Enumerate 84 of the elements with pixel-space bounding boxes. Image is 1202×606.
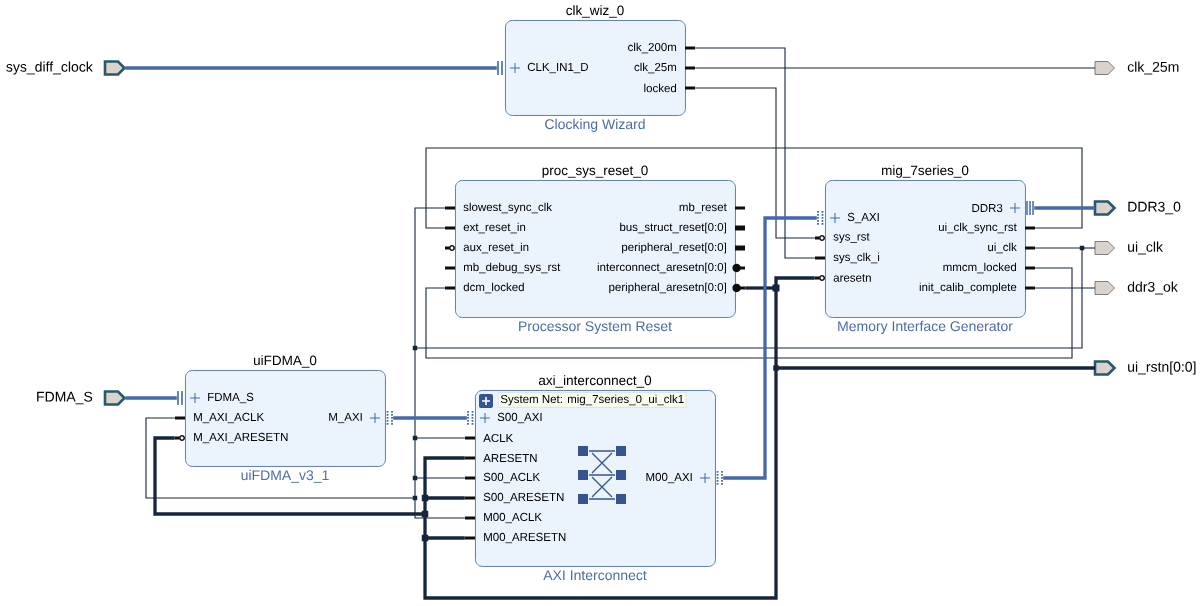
pin-label: mb_debug_sys_rst xyxy=(463,262,561,274)
block-subtitle: Clocking Wizard xyxy=(545,118,645,132)
block-subtitle: uiFDMA_v3_1 xyxy=(241,469,329,483)
port-label: clk_25m xyxy=(1127,61,1179,75)
block-subtitle: AXI Interconnect xyxy=(543,570,647,581)
wire xyxy=(1034,247,1083,249)
wire xyxy=(1034,287,1096,289)
pin-label: M_AXI_ARESETN xyxy=(194,432,288,444)
port-label: sys_diff_clock xyxy=(6,61,93,75)
port-label: FDMA_S xyxy=(37,391,93,405)
wire xyxy=(414,477,466,479)
pin-label: ext_reset_in xyxy=(463,222,526,234)
wire xyxy=(414,437,416,479)
wire xyxy=(423,368,778,600)
pin-label: aresetn xyxy=(833,274,871,282)
pin-label: dcm_locked xyxy=(463,282,524,294)
wire xyxy=(414,247,1083,349)
pin-label: peripheral_aresetn[0:0] xyxy=(609,282,726,294)
pin-label: M00_AXI xyxy=(646,472,692,484)
wire xyxy=(414,477,416,499)
pin-label: S00_ARESETN xyxy=(483,492,564,504)
pin-label: S00_AXI xyxy=(497,412,542,424)
pin-label: S00_ACLK xyxy=(483,472,540,484)
wire xyxy=(723,216,817,480)
pin-label: M00_ACLK xyxy=(484,512,542,524)
wire xyxy=(414,497,466,519)
wire xyxy=(414,207,446,349)
wire xyxy=(153,436,425,516)
wire xyxy=(145,417,416,499)
pin-label: clk_25m xyxy=(634,62,677,74)
pin-label: M00_ARESETN xyxy=(484,532,566,544)
pin-label: sys_clk_i xyxy=(833,252,880,264)
wire xyxy=(774,276,815,288)
pin-label: locked xyxy=(644,83,677,93)
pin-label: DDR3 xyxy=(972,203,1003,213)
block-title: axi_interconnect_0 xyxy=(538,375,652,388)
wire xyxy=(125,66,497,70)
wire xyxy=(425,147,1083,229)
pin-label: mmcm_locked xyxy=(943,262,1017,274)
pin-label: FDMA_S xyxy=(208,392,254,404)
wire xyxy=(125,396,177,400)
pin-label: M_AXI xyxy=(329,412,362,424)
block-subtitle: Memory Interface Generator xyxy=(838,320,1013,334)
wire xyxy=(414,437,466,439)
pin-label: peripheral_reset[0:0] xyxy=(622,242,726,254)
port-label: ui_clk xyxy=(1128,241,1163,255)
port-label: ui_rstn[0:0] xyxy=(1128,361,1196,375)
block-title: clk_wiz_0 xyxy=(566,5,624,18)
pin-label: CLK_IN1_D xyxy=(527,62,588,74)
wire xyxy=(1081,247,1096,249)
wire xyxy=(425,536,465,540)
wire xyxy=(694,87,816,239)
wire xyxy=(694,67,1096,69)
wire xyxy=(414,347,416,439)
pin-label: slowest_sync_clk xyxy=(463,202,553,214)
wire xyxy=(694,47,816,259)
pin-label: sys_rst xyxy=(833,233,870,243)
pin-label: aux_reset_in xyxy=(463,242,529,254)
wire xyxy=(423,514,427,538)
block-subtitle: Processor System Reset xyxy=(519,321,672,334)
wire xyxy=(776,366,1095,370)
pin-label: mb_reset xyxy=(679,202,727,214)
pin-label: ui_clk xyxy=(988,242,1017,254)
block-title: uiFDMA_0 xyxy=(254,355,317,368)
pin-label: ui_clk_sync_rst xyxy=(938,222,1017,234)
pin-label: S_AXI xyxy=(847,212,879,224)
pin-label: ARESETN xyxy=(483,453,537,463)
pin-label: init_calib_complete xyxy=(919,282,1017,294)
pin-label: clk_200m xyxy=(628,42,677,54)
pin-label: interconnect_aresetn[0:0] xyxy=(597,262,726,274)
port-label: DDR3_0 xyxy=(1128,201,1181,215)
wire xyxy=(425,496,465,500)
pin-label: bus_struct_reset[0:0] xyxy=(620,222,726,234)
wire xyxy=(425,267,1073,359)
pin-label: ACLK xyxy=(483,433,514,443)
pin-label: M_AXI_ACLK xyxy=(194,412,264,424)
block-title: mig_7series_0 xyxy=(882,165,969,178)
block-title: proc_sys_reset_0 xyxy=(542,165,648,178)
port-label: ddr3_ok xyxy=(1127,281,1178,295)
wire xyxy=(393,416,467,420)
wire xyxy=(423,456,465,498)
wire xyxy=(1034,206,1095,210)
wire xyxy=(745,286,776,290)
tooltip: System Net: mig_7series_0_ui_clk1 xyxy=(498,392,687,408)
